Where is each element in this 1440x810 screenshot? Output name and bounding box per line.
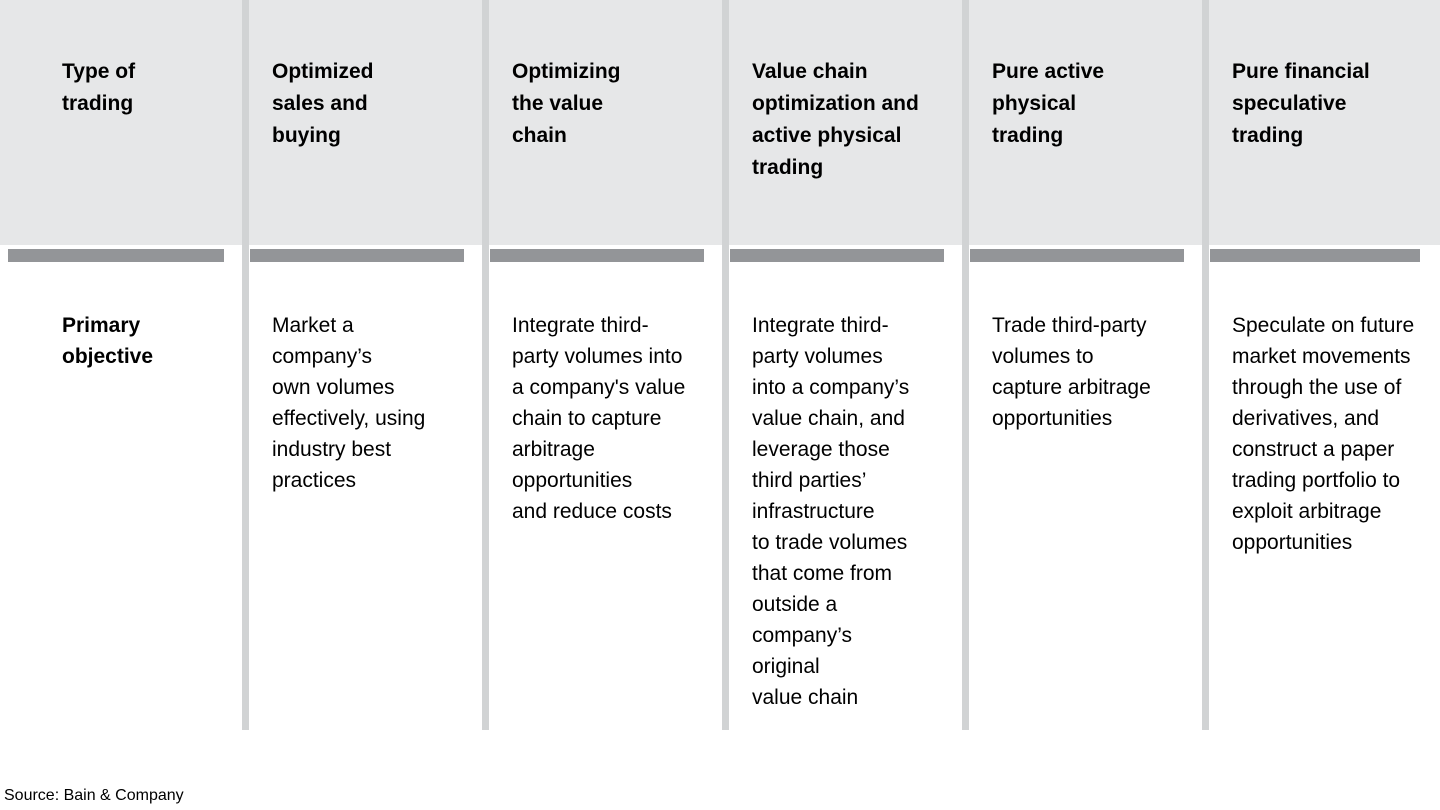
column-divider: [242, 0, 249, 730]
column-header-cell: Type of trading: [0, 0, 242, 245]
accent-bar-wrapper: [482, 245, 722, 262]
accent-bar: [250, 249, 464, 262]
accent-bar: [730, 249, 944, 262]
table-body-cell: Integrate third- party volumes into a co…: [482, 262, 722, 730]
source-attribution: Source: Bain & Company: [4, 787, 184, 804]
column-header-cell: Pure active physical trading: [962, 0, 1202, 245]
objective-text: Market a company’s own volumes effective…: [272, 314, 426, 492]
table-body-cell: Trade third-party volumes to capture arb…: [962, 262, 1202, 730]
column-divider: [962, 0, 969, 730]
column-header-cell: Pure financial speculative trading: [1202, 0, 1440, 245]
objective-text: Integrate third- party volumes into a co…: [512, 314, 686, 523]
column-divider: [1202, 0, 1209, 730]
table-column-value-chain-optimization-and-active-physical-trading: Value chain optimization and active phys…: [722, 0, 962, 730]
column-header-cell: Optimizing the value chain: [482, 0, 722, 245]
accent-bar: [1210, 249, 1420, 262]
accent-bar: [490, 249, 704, 262]
objective-text: Trade third-party volumes to capture arb…: [992, 314, 1151, 430]
column-header-label: Optimized sales and buying: [272, 60, 374, 147]
column-header-label: Optimizing the value chain: [512, 60, 621, 147]
objective-text: Integrate third- party volumes into a co…: [752, 314, 910, 709]
accent-bar-wrapper: [1202, 245, 1440, 262]
column-header-label: Pure active physical trading: [992, 60, 1105, 147]
table-column-pure-financial-speculative-trading: Pure financial speculative trading Specu…: [1202, 0, 1440, 730]
table-column-optimizing-the-value-chain: Optimizing the value chain Integrate thi…: [482, 0, 722, 730]
accent-bar-wrapper: [962, 245, 1202, 262]
column-divider: [482, 0, 489, 730]
table-body-cell: Integrate third- party volumes into a co…: [722, 262, 962, 730]
table-body-cell: Primary objective: [0, 262, 242, 730]
accent-bar: [8, 249, 224, 262]
accent-bar-wrapper: [0, 245, 242, 262]
table-column-pure-active-physical-trading: Pure active physical trading Trade third…: [962, 0, 1202, 730]
table-body-cell: Market a company’s own volumes effective…: [242, 262, 482, 730]
accent-bar: [970, 249, 1184, 262]
column-header-label: Value chain optimization and active phys…: [752, 60, 919, 179]
column-header-label: Pure financial speculative trading: [1232, 60, 1370, 147]
column-divider: [722, 0, 729, 730]
objective-text: Speculate on future market movements thr…: [1232, 314, 1415, 554]
table-body-cell: Speculate on future market movements thr…: [1202, 262, 1440, 730]
accent-bar-wrapper: [242, 245, 482, 262]
accent-bar-wrapper: [722, 245, 962, 262]
column-header-label: Type of trading: [62, 60, 136, 115]
column-header-cell: Optimized sales and buying: [242, 0, 482, 245]
trading-type-comparison-table: Type of trading Primary objective Optimi…: [0, 0, 1440, 730]
table-column-optimized-sales-and-buying: Optimized sales and buying Market a comp…: [242, 0, 482, 730]
column-header-cell: Value chain optimization and active phys…: [722, 0, 962, 245]
table-column-row-labels: Type of trading Primary objective: [0, 0, 242, 730]
row-label-primary-objective: Primary objective: [62, 314, 154, 368]
